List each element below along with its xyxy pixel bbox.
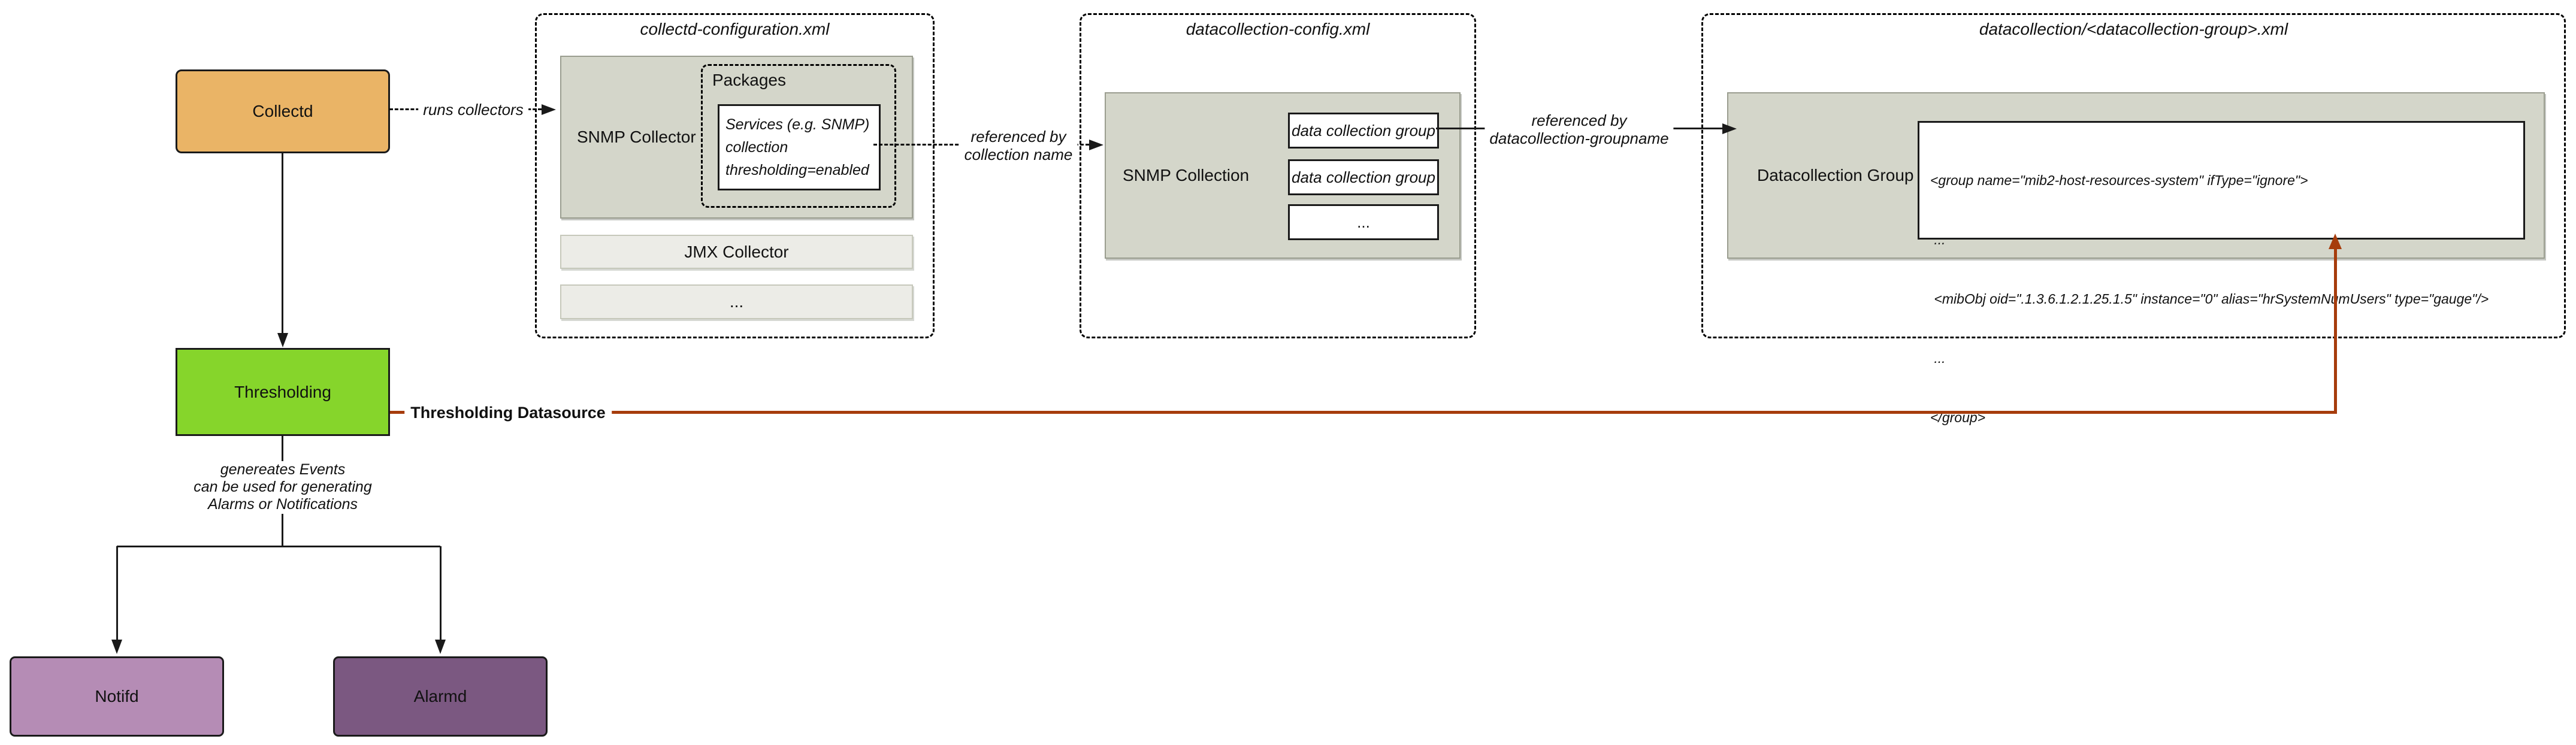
jmx-collector-label: JMX Collector (684, 242, 789, 261)
more-collectors-label: ... (729, 292, 744, 311)
xml-snippet-box: <group name="mib2-host-resources-system"… (1918, 121, 2525, 425)
generates-events-line3: Alarms or Notifications (207, 496, 358, 513)
edge-collectd-to-thresholding-line (282, 153, 283, 335)
xml-line: ... (1930, 350, 1946, 366)
edge-split-horizontal-line (117, 546, 440, 547)
xml-line: <mibObj oid=".1.3.6.1.2.1.25.1.5" instan… (1930, 291, 2489, 307)
edge-split-to-alarmd-line (440, 546, 442, 642)
node-collectd: Collectd (176, 69, 390, 153)
services-line: Services (e.g. SNMP) (725, 116, 870, 133)
referenced-by-groupname-line1: referenced by (1531, 111, 1627, 129)
edge-split-to-notifd-line (116, 546, 118, 642)
collectd-to-thresholding-arrowhead-icon (277, 333, 288, 347)
node-thresholding: Thresholding (176, 348, 390, 436)
referenced-by-collection-arrowhead-icon (1089, 140, 1103, 150)
edge-thresholding-datasource-horizontal-line (390, 411, 2337, 414)
node-thresholding-label: Thresholding (234, 382, 331, 401)
generates-events-note: genereates Events can be used for genera… (193, 461, 371, 513)
edge-thresholding-to-events-line (282, 436, 283, 461)
node-notifd: Notifd (10, 656, 224, 737)
snmp-collector-label: SNMP Collector (577, 128, 696, 146)
packages-label: Packages (712, 71, 786, 89)
services-line: thresholding=enabled (725, 162, 869, 178)
xml-line: ... (1930, 232, 1946, 247)
datacollection-group-file-title: datacollection/<datacollection-group>.xm… (1979, 20, 2288, 38)
services-box: Services (e.g. SNMP) collection threshol… (718, 104, 881, 190)
snmp-collection-label: SNMP Collection (1123, 166, 1250, 184)
data-collection-group-more-box: ... (1288, 204, 1439, 240)
services-line: collection (725, 139, 788, 156)
generates-events-line1: genereates Events (220, 461, 346, 478)
data-collection-group-box: data collection group (1288, 159, 1439, 195)
node-alarmd: Alarmd (333, 656, 548, 737)
referenced-by-groupname-label: referenced by datacollection-groupname (1484, 111, 1674, 147)
packages-box: Packages Services (e.g. SNMP) collection… (701, 64, 896, 208)
node-notifd-label: Notifd (95, 687, 139, 705)
thresholding-datasource-arrowhead-icon (2329, 234, 2342, 249)
generates-events-line2: can be used for generating (193, 479, 372, 495)
data-collection-group-label: data collection group (1292, 121, 1435, 140)
node-alarmd-label: Alarmd (413, 687, 467, 705)
edge-events-to-split-line (282, 514, 283, 546)
data-collection-group-box: data collection group (1288, 113, 1439, 149)
jmx-collector-panel: JMX Collector (560, 235, 913, 269)
runs-collectors-arrowhead-icon (542, 104, 556, 115)
datacollection-group-panel: Datacollection Group <group name="mib2-h… (1727, 92, 2545, 425)
edge-thresholding-datasource-vertical-line (2334, 244, 2337, 412)
referenced-by-collection-label: referenced by collection name (959, 128, 1078, 163)
data-collection-group-label: data collection group (1292, 168, 1435, 186)
referenced-by-collection-line2: collection name (964, 146, 1073, 163)
data-collection-group-more-label: ... (1357, 213, 1370, 231)
datacollection-config-title: datacollection-config.xml (1186, 20, 1370, 38)
alarmd-arrowhead-icon (435, 640, 446, 654)
xml-line: <group name="mib2-host-resources-system"… (1930, 172, 2308, 188)
collectd-configuration-title: collectd-configuration.xml (640, 20, 830, 38)
datacollection-config-file-box: datacollection-config.xml SNMP Collectio… (1080, 13, 1476, 338)
referenced-by-groupname-arrowhead-icon (1722, 123, 1737, 134)
snmp-collector-panel: SNMP Collector Packages Services (e.g. S… (560, 56, 913, 219)
snmp-collection-panel: SNMP Collection data collection group da… (1105, 92, 1461, 259)
notifd-arrowhead-icon (111, 640, 122, 654)
more-collectors-panel: ... (560, 284, 913, 319)
referenced-by-groupname-line2: datacollection-groupname (1489, 129, 1669, 147)
thresholding-datasource-label: Thresholding Datasource (404, 404, 612, 422)
referenced-by-collection-line1: referenced by (970, 128, 1066, 146)
datacollection-group-file-box: datacollection/<datacollection-group>.xm… (1701, 13, 2566, 425)
node-collectd-label: Collectd (252, 102, 313, 120)
collectd-configuration-file-box: collectd-configuration.xml SNMP Collecto… (535, 13, 935, 338)
runs-collectors-label: runs collectors (418, 101, 528, 119)
datacollection-group-label: Datacollection Group (1757, 166, 1914, 184)
